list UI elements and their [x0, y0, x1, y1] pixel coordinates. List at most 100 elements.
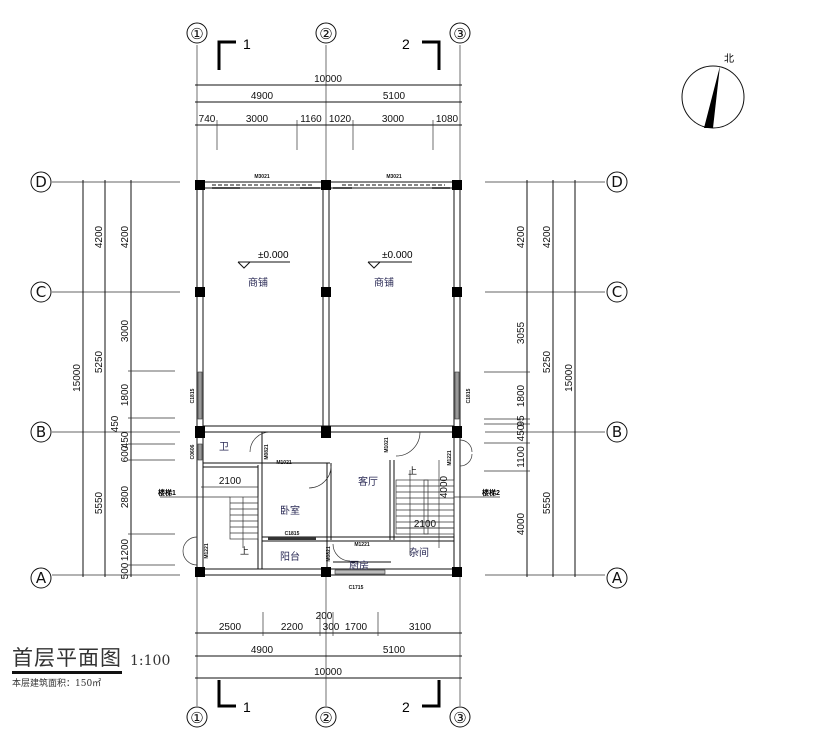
- stair-1-label: 楼梯1: [158, 488, 176, 497]
- window-label: C1815: [466, 388, 472, 403]
- dim-bottom-sub: 300: [323, 622, 340, 633]
- axis-lines: [52, 45, 605, 706]
- floor-area: 本层建筑面积：150㎡: [12, 679, 102, 689]
- dim-bottom-sub: 1700: [345, 622, 368, 633]
- room-bedroom: 卧室: [280, 504, 300, 517]
- axis-B-right: B: [612, 423, 622, 441]
- drawing-scale: 1:100: [130, 653, 171, 669]
- drawing-title-block: 首层平面图 1:100 本层建筑面积：150㎡: [12, 642, 170, 689]
- dim-left-sub: 450: [120, 431, 131, 448]
- door-label: M0821: [264, 444, 270, 460]
- dim-left-mid: 5550: [94, 491, 105, 514]
- north-label: 北: [724, 53, 734, 65]
- dim-bottom-sub: 200: [316, 611, 333, 622]
- room-balcony: 阳台: [280, 550, 300, 563]
- dim-right-sub: 1100: [516, 446, 527, 468]
- section-1-top: 1: [243, 36, 251, 52]
- dim-left-sub: 600: [120, 445, 131, 462]
- columns: [195, 180, 462, 577]
- door-label: M1021: [384, 437, 390, 453]
- stair-dim: 2100: [414, 519, 437, 530]
- dim-right-sub: 450: [516, 424, 527, 441]
- room-living: 客厅: [358, 475, 378, 488]
- section-2-bottom: 2: [402, 699, 410, 715]
- axis-D-left: D: [35, 173, 47, 191]
- dim-bottom-total: 10000: [314, 667, 342, 678]
- axis-2-bottom: ②: [319, 709, 332, 727]
- north-arrow: 北: [681, 53, 745, 129]
- window-label: C1715: [349, 585, 364, 591]
- section-2-top: 2: [402, 36, 410, 52]
- stair-dim: 4000: [439, 475, 450, 498]
- stair-up-label: 上: [408, 466, 417, 476]
- dim-right-sub: 4000: [516, 512, 527, 535]
- windows: [197, 371, 460, 575]
- dim-left-sub: 450: [110, 415, 121, 432]
- stair-dim: 2100: [219, 476, 242, 487]
- window-label: C0606: [190, 444, 196, 459]
- door-label: M3021: [254, 174, 270, 180]
- axis-A-right: A: [612, 569, 623, 587]
- dim-left-sub: 500: [120, 562, 131, 579]
- dim-left-sub: 4200: [120, 225, 131, 248]
- door-label: M1221: [204, 543, 210, 559]
- room-shop-1: 商铺: [248, 276, 268, 289]
- window-label: C1815: [190, 388, 196, 403]
- stair-2-label: 楼梯2: [482, 488, 500, 497]
- axis-3-top: ③: [453, 25, 466, 43]
- bottom-dimensions: 2500 2200 200 300 1700 3100 4900 5100 10…: [195, 611, 462, 679]
- dim-top-sub: 740: [199, 114, 216, 125]
- section-1-bottom: 1: [243, 699, 251, 715]
- room-shop-2: 商铺: [374, 276, 394, 289]
- axis-C-left: C: [36, 283, 46, 301]
- dim-right-mid: 5550: [542, 491, 553, 514]
- dim-top-sub: 1080: [436, 114, 459, 125]
- dim-right-sub: 1800: [516, 384, 527, 407]
- dim-left-sub: 1800: [120, 383, 131, 406]
- axis-2-top: ②: [319, 25, 332, 43]
- opening-labels: M3021 M3021 C1815 C1815 C0606 M0821 M102…: [190, 174, 472, 591]
- room-labels: 商铺 商铺 卫 卧室 客厅 阳台 厨房 杂间: [219, 276, 429, 572]
- dim-top-sub: 1160: [300, 114, 322, 125]
- dim-top-sub: 3000: [382, 114, 405, 125]
- axis-B-left: B: [36, 423, 46, 441]
- dim-right-sub: 3055: [516, 321, 527, 344]
- stairs: [160, 460, 500, 555]
- dim-left-mid: 4200: [94, 225, 105, 248]
- dim-bottom-sub: 2500: [219, 622, 242, 633]
- dim-left-total: 15000: [72, 364, 83, 392]
- door-label: M1221: [354, 542, 370, 548]
- door-label: M1021: [276, 460, 292, 466]
- drawing-title: 首层平面图: [12, 646, 122, 674]
- axis-D-right: D: [611, 173, 623, 191]
- dim-top-sub: 1020: [329, 114, 352, 125]
- dim-right-sub: 4200: [516, 225, 527, 248]
- dim-left-sub: 2800: [120, 485, 131, 508]
- dim-bottom-sub: 2200: [281, 622, 304, 633]
- dim-left-mid: 5250: [94, 350, 105, 373]
- top-dimensions: 10000 4900 5100 740 3000 1160 1020 3000 …: [195, 74, 462, 150]
- room-kitchen: 厨房: [349, 559, 369, 572]
- right-dimensions: 4200 3055 1800 95 450 1100 4000 4200 525…: [484, 180, 576, 577]
- door-label: M0821: [326, 546, 332, 562]
- dim-right-mid: 4200: [542, 225, 553, 248]
- window-label: C1815: [285, 531, 300, 537]
- room-wc: 卫: [219, 442, 229, 453]
- section-marks: 1 2 1 2: [217, 36, 441, 715]
- elevation-marks: ±0.000 ±0.000: [237, 250, 413, 269]
- elevation-label: ±0.000: [258, 250, 289, 261]
- door-label: M3021: [386, 174, 402, 180]
- stair-labels: 楼梯1 楼梯2 上 上 2100 2100 4000: [158, 466, 500, 556]
- axis-bubbles: ① ② ③ ① ② ③ D C B A D C B A: [30, 22, 628, 728]
- axis-A-left: A: [36, 569, 47, 587]
- dim-top-sub: 3000: [246, 114, 269, 125]
- dim-top-total: 10000: [314, 74, 342, 85]
- dim-left-sub: 1200: [120, 538, 131, 561]
- dim-bottom-sub: 3100: [409, 622, 432, 633]
- door-label: M1221: [447, 450, 453, 466]
- dim-right-sub: 95: [516, 415, 527, 427]
- stair-up-label: 上: [240, 546, 249, 556]
- axis-C-right: C: [612, 283, 622, 301]
- axis-3-bottom: ③: [453, 709, 466, 727]
